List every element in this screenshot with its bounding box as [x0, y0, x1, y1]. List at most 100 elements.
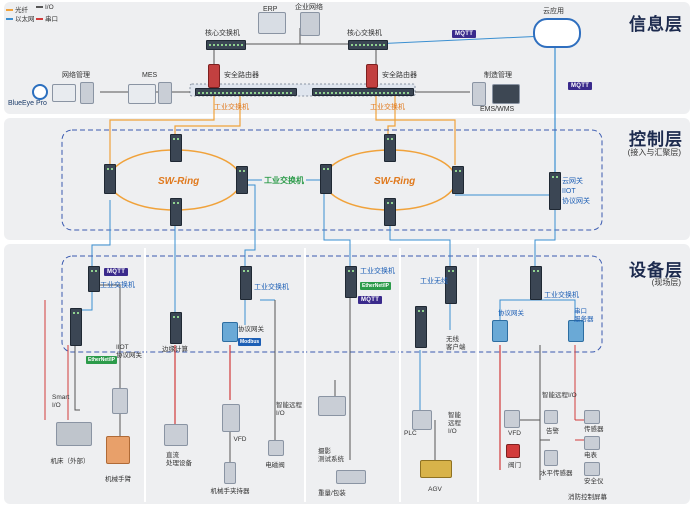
- col4-plc-device: [412, 410, 432, 430]
- mfg-server: [472, 82, 486, 106]
- enterprise-server: [300, 12, 320, 36]
- col2-edge-device-label-1: 直流: [166, 452, 179, 459]
- ems-wms-label: EMS/WMS: [480, 106, 515, 113]
- col2-gateway-device: [222, 322, 238, 342]
- erp-label: ERP: [263, 6, 278, 13]
- col5-gateway-b-label-1: 串口: [574, 308, 587, 315]
- gateway-label-3: 协议网关: [562, 198, 590, 205]
- ring-right-switch-left: [320, 164, 332, 194]
- mqtt-badge-top: MQTT: [452, 30, 477, 38]
- col1-switch: [88, 266, 100, 292]
- col2-gripper-label: 机械手夹持器: [210, 488, 250, 495]
- info-layer-title: 信息层: [629, 15, 683, 34]
- col3-mqtt-badge: MQTT: [358, 296, 383, 304]
- col4-client-label-2: 客户端: [446, 344, 466, 351]
- col4-io-label-3: I/O: [448, 428, 457, 435]
- col5-gateway-a-device: [492, 320, 508, 342]
- col3-camera-label-2: 测试系统: [318, 456, 344, 463]
- blueeye-label: BlueEye Pro: [8, 100, 47, 107]
- col1-robot-label: 机械手臂: [105, 476, 131, 483]
- col5-meter-device: [584, 436, 600, 450]
- legend-io: I/O: [36, 4, 54, 11]
- firewall-right: [366, 64, 378, 88]
- col2-vfd-label: VFD: [233, 436, 247, 443]
- col2-edge-device-label-2: 处理设备: [166, 460, 192, 467]
- col1-robot-arm: [106, 436, 130, 464]
- col2-io-label-2: I/O: [276, 410, 285, 417]
- legend-serial: 串口: [36, 13, 58, 23]
- col5-smart-io-label: 智能远程I/O: [542, 392, 577, 399]
- control-layer-title: 控制层: [629, 130, 683, 149]
- col4-agv-label: AGV: [428, 486, 442, 493]
- col5-valve-label: 阀门: [508, 462, 521, 469]
- col1-machine: [56, 422, 92, 446]
- mes-server: [158, 82, 172, 104]
- col5-gateway-b-label-2: 服务器: [574, 316, 594, 323]
- core-switch-right-label: 核心交换机: [347, 30, 382, 37]
- col3-switch-label: 工业交换机: [360, 268, 395, 275]
- col1-machine-label: 机床（外部）: [50, 458, 90, 465]
- ring-left-label: SW-Ring: [158, 176, 200, 187]
- ring-left-switch-right: [236, 166, 248, 194]
- col5-gateway-b-device: [568, 320, 584, 342]
- enterprise-net-label: 企业网络: [295, 4, 323, 11]
- col2-solenoid-label: 电磁阀: [265, 462, 285, 469]
- col5-safety-label: 安全仪: [584, 478, 604, 485]
- col1-smart-io-device: [112, 388, 128, 414]
- col2-switch: [240, 266, 252, 300]
- mqtt-badge-cloud: MQTT: [568, 82, 593, 90]
- col3-switch: [345, 266, 357, 298]
- col2-modbus-badge: Modbus: [238, 338, 262, 346]
- col4-wireless-client-device: [415, 306, 427, 348]
- control-layer-subtitle: (接入与汇聚层): [627, 148, 681, 157]
- col4-io-label-2: 远程: [448, 420, 461, 427]
- col5-switch: [530, 266, 542, 300]
- device-layer-title: 设备层: [629, 261, 683, 280]
- col4-io-label-1: 智能: [448, 412, 461, 419]
- legend-fiber: 光纤: [6, 4, 28, 14]
- core-switch-left-label: 核心交换机: [205, 30, 240, 37]
- ring-left-switch-top: [170, 134, 182, 162]
- device-layer-subtitle: (现场层): [651, 278, 681, 287]
- ring-right-switch-right: [452, 166, 464, 194]
- col3-camera-label-1: 摄影: [318, 448, 331, 455]
- col4-wireless-label: 工业无线: [420, 278, 448, 285]
- col5-level-label: 水平传感器: [540, 470, 573, 477]
- core-switch-right: [348, 40, 388, 50]
- col5-sensor-device: [584, 410, 600, 424]
- ring-right-label: SW-Ring: [374, 176, 416, 187]
- col1-iiot-label-2: 协议网关: [116, 352, 142, 359]
- col5-valve-device: [506, 444, 520, 458]
- firewall-left: [208, 64, 220, 88]
- col4-agv-device: [420, 460, 452, 478]
- mes-monitor: [128, 84, 156, 104]
- cloud-icon: [533, 18, 581, 48]
- col4-plc-label: PLC: [404, 430, 417, 437]
- col4-client-label-1: 无线: [446, 336, 459, 343]
- col5-alarm-device: [544, 410, 558, 424]
- control-center-label: 工业交换机: [262, 176, 306, 186]
- gateway-label-2: IIOT: [562, 188, 576, 195]
- col5-sensor-label: 传感器: [584, 426, 604, 433]
- col1-edge-device: [70, 308, 82, 346]
- net-mgmt-server: [80, 82, 94, 104]
- col4-wireless-ap: [445, 266, 457, 304]
- mfg-mgmt-label: 制造管理: [484, 72, 512, 79]
- ring-right-switch-bottom: [384, 198, 396, 226]
- col2-edge-equipment: [164, 424, 188, 446]
- industrial-switch-info-left: [195, 88, 297, 96]
- col1-smart-io-label-1: Smart: [52, 394, 70, 401]
- mes-label: MES: [142, 72, 158, 79]
- net-mgmt-monitor: [52, 84, 76, 102]
- industrial-switch-left-label: 工业交换机: [214, 104, 249, 111]
- col3-camera-device: [318, 396, 346, 416]
- col5-switch-label: 工业交换机: [544, 292, 579, 299]
- col5-fire-label: 消防控制屏幕: [568, 494, 607, 501]
- col1-iiot-label-1: IIOT: [116, 344, 129, 351]
- net-mgmt-label: 网络管理: [62, 72, 90, 79]
- mfg-monitor: [492, 84, 520, 104]
- security-gw-left-label: 安全路由器: [224, 72, 259, 79]
- col3-scanner-device: [336, 470, 366, 484]
- ring-left-switch-left: [104, 164, 116, 194]
- col2-solenoid-device: [268, 440, 284, 456]
